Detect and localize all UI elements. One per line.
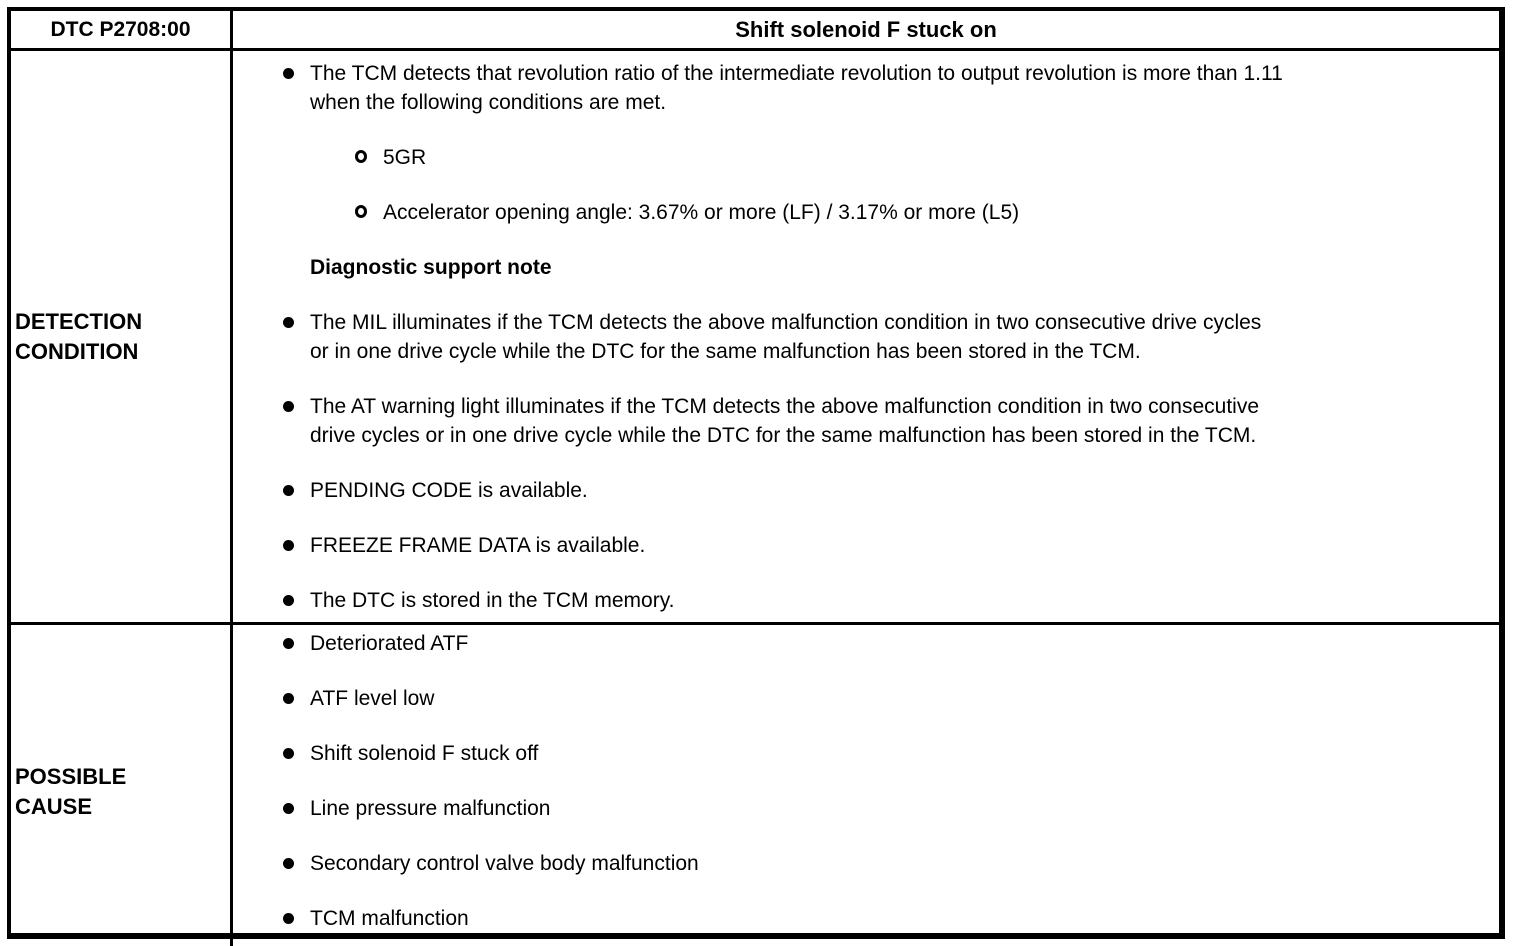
list-item: ATF level low <box>233 684 1499 713</box>
list-item: The DTC is stored in the TCM memory. <box>233 586 1499 615</box>
detection-label-cell: DETECTION CONDITION <box>11 51 233 625</box>
bullet-icon <box>283 638 294 649</box>
diagnostic-support-note-heading: Diagnostic support note <box>233 253 1499 282</box>
list-item-text: Line pressure malfunction <box>310 797 551 820</box>
list-item-text: FREEZE FRAME DATA is available. <box>310 534 646 557</box>
list-item-text: Secondary control valve body malfunction <box>310 852 699 875</box>
list-item: FREEZE FRAME DATA is available. <box>233 531 1499 560</box>
list-item-text: The MIL illuminates if the TCM detects t… <box>310 311 1262 363</box>
list-item: PENDING CODE is available. <box>233 476 1499 505</box>
list-item-text: The TCM detects that revolution ratio of… <box>310 62 1283 114</box>
open-circle-icon <box>355 150 367 163</box>
bullet-icon <box>283 595 294 606</box>
list-item-text: Accelerator opening angle: 3.67% or more… <box>383 201 1020 224</box>
bullet-icon <box>283 748 294 759</box>
list-item: Deteriorated ATF <box>233 629 1499 658</box>
note-heading-text: Diagnostic support note <box>310 256 552 279</box>
open-circle-icon <box>355 205 367 218</box>
list-item-text: The AT warning light illuminates if the … <box>310 395 1259 447</box>
list-item-text: ATF level low <box>310 687 435 710</box>
possible-cause-label: POSSIBLE CAUSE <box>15 764 127 819</box>
table-header-row: DTC P2708:00 Shift solenoid F stuck on <box>11 11 1499 51</box>
bullet-icon <box>283 858 294 869</box>
list-item-text: TCM malfunction <box>310 907 469 930</box>
bullet-icon <box>283 540 294 551</box>
detection-condition-row: DETECTION CONDITION The TCM detects that… <box>11 51 1499 625</box>
list-item-text: Deteriorated ATF <box>310 632 469 655</box>
cause-content-cell: Deteriorated ATF ATF level low Shift sol… <box>233 625 1499 946</box>
list-item-text: 5GR <box>383 146 427 169</box>
list-item: Shift solenoid F stuck off <box>233 739 1499 768</box>
list-item: The AT warning light illuminates if the … <box>233 392 1499 450</box>
dtc-title: Shift solenoid F stuck on <box>735 16 997 42</box>
bullet-icon <box>283 913 294 924</box>
dtc-code-cell: DTC P2708:00 <box>11 11 233 51</box>
list-subitem: 5GR <box>233 143 1499 172</box>
list-item: TCM malfunction <box>233 904 1499 933</box>
detection-condition-label: DETECTION CONDITION <box>15 308 143 364</box>
bullet-icon <box>283 803 294 814</box>
list-subitem: Accelerator opening angle: 3.67% or more… <box>233 198 1499 227</box>
possible-cause-row: POSSIBLE CAUSE Deteriorated ATF ATF leve… <box>11 625 1499 946</box>
list-item: Secondary control valve body malfunction <box>233 849 1499 878</box>
dtc-table: DTC P2708:00 Shift solenoid F stuck on D… <box>7 7 1505 946</box>
list-item-text: Shift solenoid F stuck off <box>310 742 539 765</box>
list-item-text: The DTC is stored in the TCM memory. <box>310 589 675 612</box>
list-item: The TCM detects that revolution ratio of… <box>233 59 1499 117</box>
bullet-icon <box>283 485 294 496</box>
dtc-title-cell: Shift solenoid F stuck on <box>233 11 1499 51</box>
list-item: Line pressure malfunction <box>233 794 1499 823</box>
list-item-text: PENDING CODE is available. <box>310 479 588 502</box>
cause-label-cell: POSSIBLE CAUSE <box>11 625 233 946</box>
bullet-icon <box>283 317 294 328</box>
dtc-code: DTC P2708:00 <box>50 17 191 41</box>
list-item: The MIL illuminates if the TCM detects t… <box>233 308 1499 366</box>
bullet-icon <box>283 68 294 79</box>
bullet-icon <box>283 693 294 704</box>
detection-content-cell: The TCM detects that revolution ratio of… <box>233 51 1499 625</box>
bullet-icon <box>283 401 294 412</box>
